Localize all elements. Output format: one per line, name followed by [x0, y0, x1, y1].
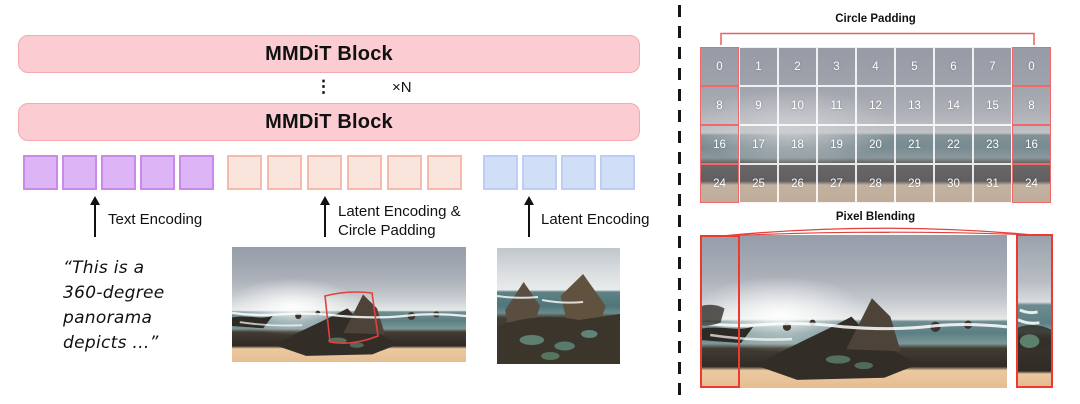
blend-right-strip-image [1016, 234, 1053, 388]
stack-ellipsis: ⋮ [315, 77, 332, 96]
latent-circle-label-line1: Latent Encoding & [338, 203, 461, 220]
image-latent-token-group [483, 155, 635, 190]
prompt-text: “This is a 360-degree panorama depicts .… [63, 256, 165, 356]
grid-cell: 7 [973, 47, 1012, 86]
grid-cell: 31 [973, 164, 1012, 203]
image-latent-token [600, 155, 635, 190]
image-latent-token [522, 155, 557, 190]
text-token [140, 155, 175, 190]
grid-cell: 5 [895, 47, 934, 86]
mmdit-block-bottom: MMDiT Block [18, 103, 640, 141]
grid-cell: 0 [1012, 47, 1051, 86]
latent-encoding-label: Latent Encoding [541, 211, 650, 228]
grid-cell: 17 [739, 125, 778, 164]
mmdit-block-top: MMDiT Block [18, 35, 640, 73]
grid-cell: 10 [778, 86, 817, 125]
strip-rocks-art [1018, 308, 1051, 350]
grid-cell: 11 [817, 86, 856, 125]
grid-cell: 24 [700, 164, 739, 203]
nfov-image [497, 248, 620, 364]
circle-padding-bracket-icon [720, 32, 1035, 45]
grid-cell: 15 [973, 86, 1012, 125]
blend-pano-image [700, 235, 1007, 388]
text-token-group [23, 155, 214, 190]
pano-latent-token [307, 155, 342, 190]
text-token [101, 155, 136, 190]
image-latent-token [561, 155, 596, 190]
mmdit-block-top-label: MMDiT Block [265, 42, 393, 65]
grid-cell: 9 [739, 86, 778, 125]
grid-cell: 13 [895, 86, 934, 125]
pano-latent-token [427, 155, 462, 190]
grid-cell: 1 [739, 47, 778, 86]
text-token [62, 155, 97, 190]
grid-cell: 29 [895, 164, 934, 203]
panel-divider [678, 5, 681, 399]
grid-cell: 8 [700, 86, 739, 125]
grid-cell: 24 [1012, 164, 1051, 203]
panorama-image [232, 247, 466, 362]
prompt-line: 360-degree [63, 283, 165, 303]
latent-circle-label-line2: Circle Padding [338, 222, 436, 239]
pixel-blending-title: Pixel Blending [835, 211, 916, 223]
grid-cell: 6 [934, 47, 973, 86]
pano-latent-token [227, 155, 262, 190]
image-latent-token [483, 155, 518, 190]
pano-latent-token [347, 155, 382, 190]
grid-cell: 23 [973, 125, 1012, 164]
grid-cell: 20 [856, 125, 895, 164]
grid-cell: 8 [1012, 86, 1051, 125]
grid-cell: 26 [778, 164, 817, 203]
prompt-line: “This is a [63, 258, 145, 278]
blend-left-region-box [700, 235, 740, 388]
grid-cell: 0 [700, 47, 739, 86]
grid-cell: 30 [934, 164, 973, 203]
grid-cell: 16 [1012, 125, 1051, 164]
grid-cell: 4 [856, 47, 895, 86]
grid-cell: 12 [856, 86, 895, 125]
pano-latent-token [267, 155, 302, 190]
repeat-count-label: ×N [392, 79, 412, 96]
blend-rocks-art [700, 298, 1007, 380]
grid-cell: 27 [817, 164, 856, 203]
nfov-rocks-art [497, 274, 620, 364]
pano-latent-token-group [227, 155, 462, 190]
text-token [23, 155, 58, 190]
panorama-rocks-art [232, 294, 466, 356]
grid-cell: 2 [778, 47, 817, 86]
pano-latent-token [387, 155, 422, 190]
grid-cell: 18 [778, 125, 817, 164]
text-encoding-label: Text Encoding [108, 211, 203, 228]
grid-cell: 14 [934, 86, 973, 125]
latent-circle-label: Latent Encoding & Circle Padding [338, 202, 461, 240]
circle-padding-title: Circle Padding [835, 13, 916, 25]
text-token [179, 155, 214, 190]
grid-cell: 25 [739, 164, 778, 203]
mmdit-block-bottom-label: MMDiT Block [265, 110, 393, 133]
prompt-line: panorama [63, 308, 153, 328]
grid-cell: 16 [700, 125, 739, 164]
grid-cell: 22 [934, 125, 973, 164]
grid-cell: 3 [817, 47, 856, 86]
grid-cell: 21 [895, 125, 934, 164]
grid-cell: 28 [856, 164, 895, 203]
prompt-line: depicts ...” [63, 333, 159, 353]
fov-region-outline [324, 291, 379, 344]
grid-cell: 19 [817, 125, 856, 164]
